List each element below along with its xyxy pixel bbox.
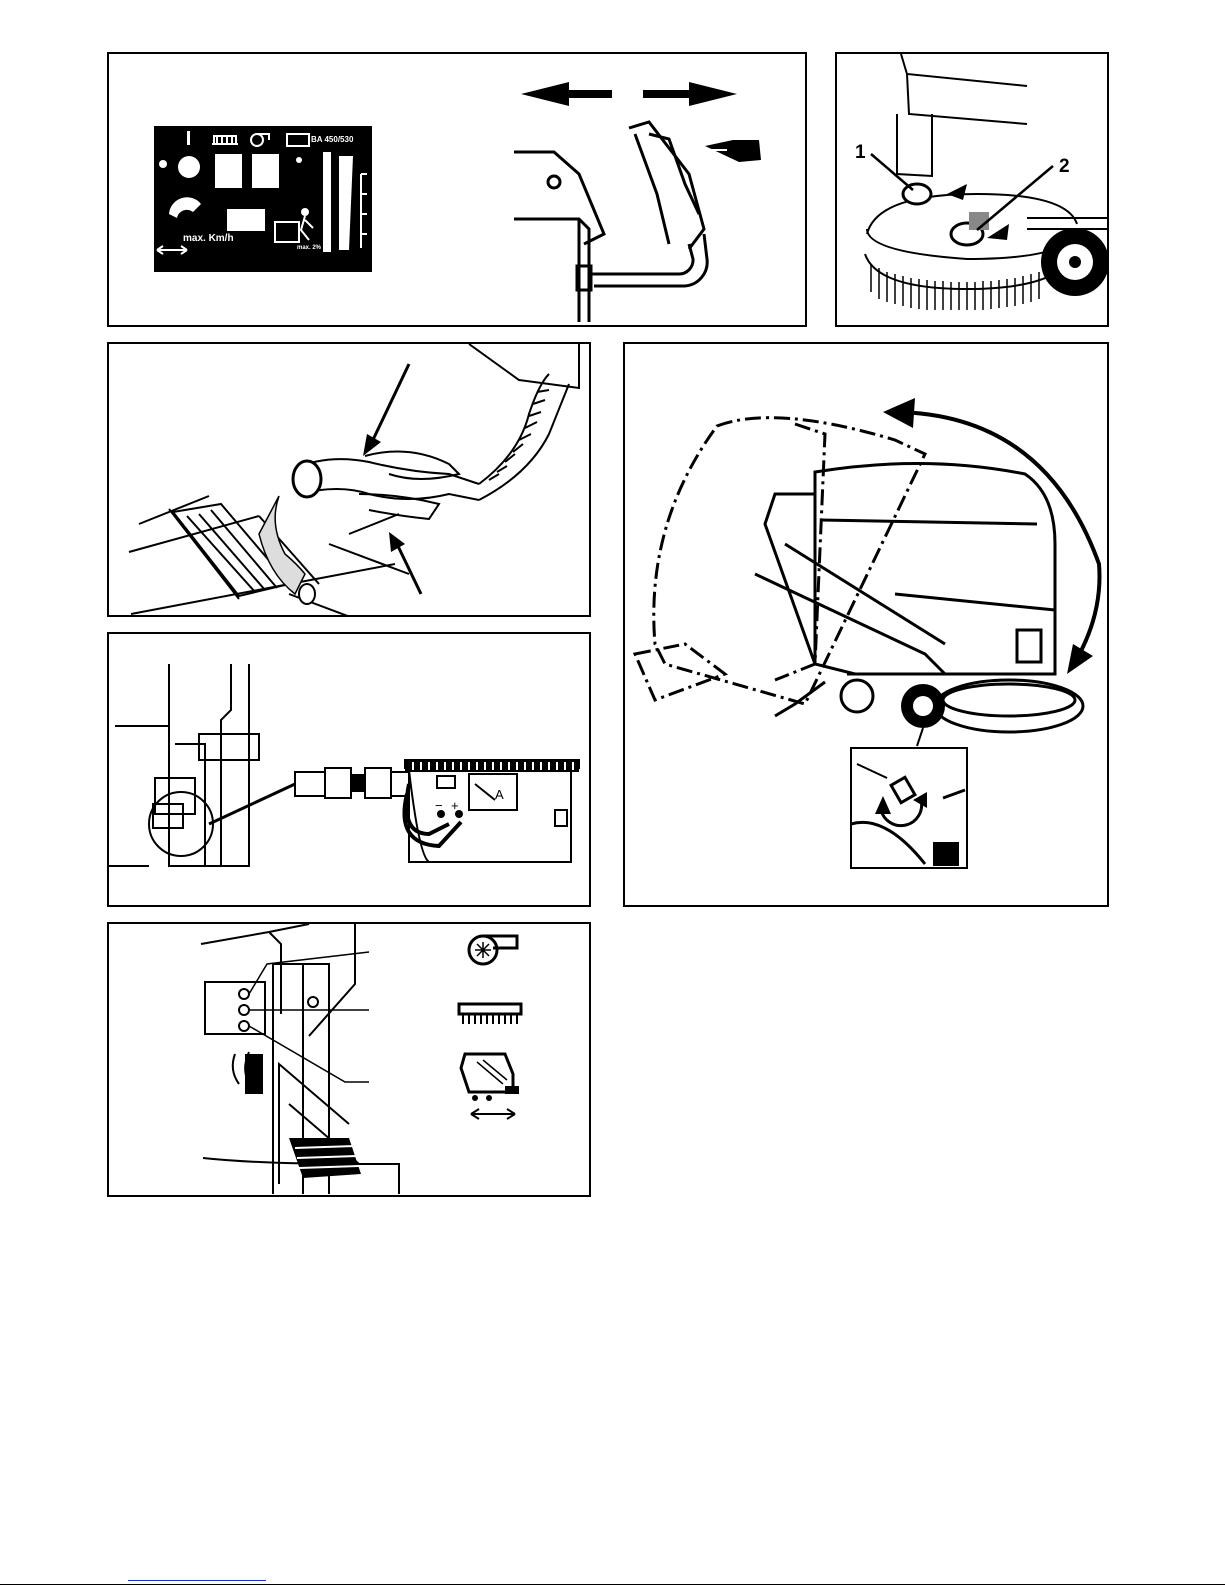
vacuum-fan-icon bbox=[469, 936, 517, 964]
drive-motor-icon bbox=[461, 1054, 519, 1119]
circuit-breakers-illustration bbox=[109, 924, 591, 1197]
figure-control-panel-and-handle: BA 450/530 max. Km/h max. 2% bbox=[107, 52, 807, 327]
speed-label: max. Km/h bbox=[183, 233, 234, 244]
arrow-left-icon bbox=[521, 82, 612, 106]
arrow-right-icon bbox=[643, 82, 737, 106]
figure-tilt-machine bbox=[623, 342, 1109, 907]
callout-1: 1 bbox=[855, 142, 866, 163]
brush-icon bbox=[459, 1004, 521, 1024]
callout-2: 2 bbox=[1059, 156, 1070, 177]
figure-circuit-breakers bbox=[107, 922, 591, 1197]
model-label: BA 450/530 bbox=[311, 135, 354, 144]
drain-hose-illustration bbox=[109, 344, 591, 617]
figure-brush-removal: 1 2 bbox=[835, 52, 1109, 327]
figure-drain-hose bbox=[107, 342, 591, 617]
battery-charger-illustration: A − + bbox=[109, 634, 591, 907]
ammeter-label: A bbox=[495, 787, 504, 802]
inset-wheel-detail bbox=[851, 748, 967, 868]
brush-removal-illustration: 1 2 bbox=[837, 54, 1109, 327]
slope-label: max. 2% bbox=[297, 245, 322, 251]
footer-link-underline[interactable] bbox=[128, 1580, 266, 1581]
figure-battery-charger: A − + bbox=[107, 632, 591, 907]
control-panel-illustration: BA 450/530 max. Km/h max. 2% bbox=[109, 54, 807, 327]
tilt-machine-illustration bbox=[625, 344, 1109, 907]
